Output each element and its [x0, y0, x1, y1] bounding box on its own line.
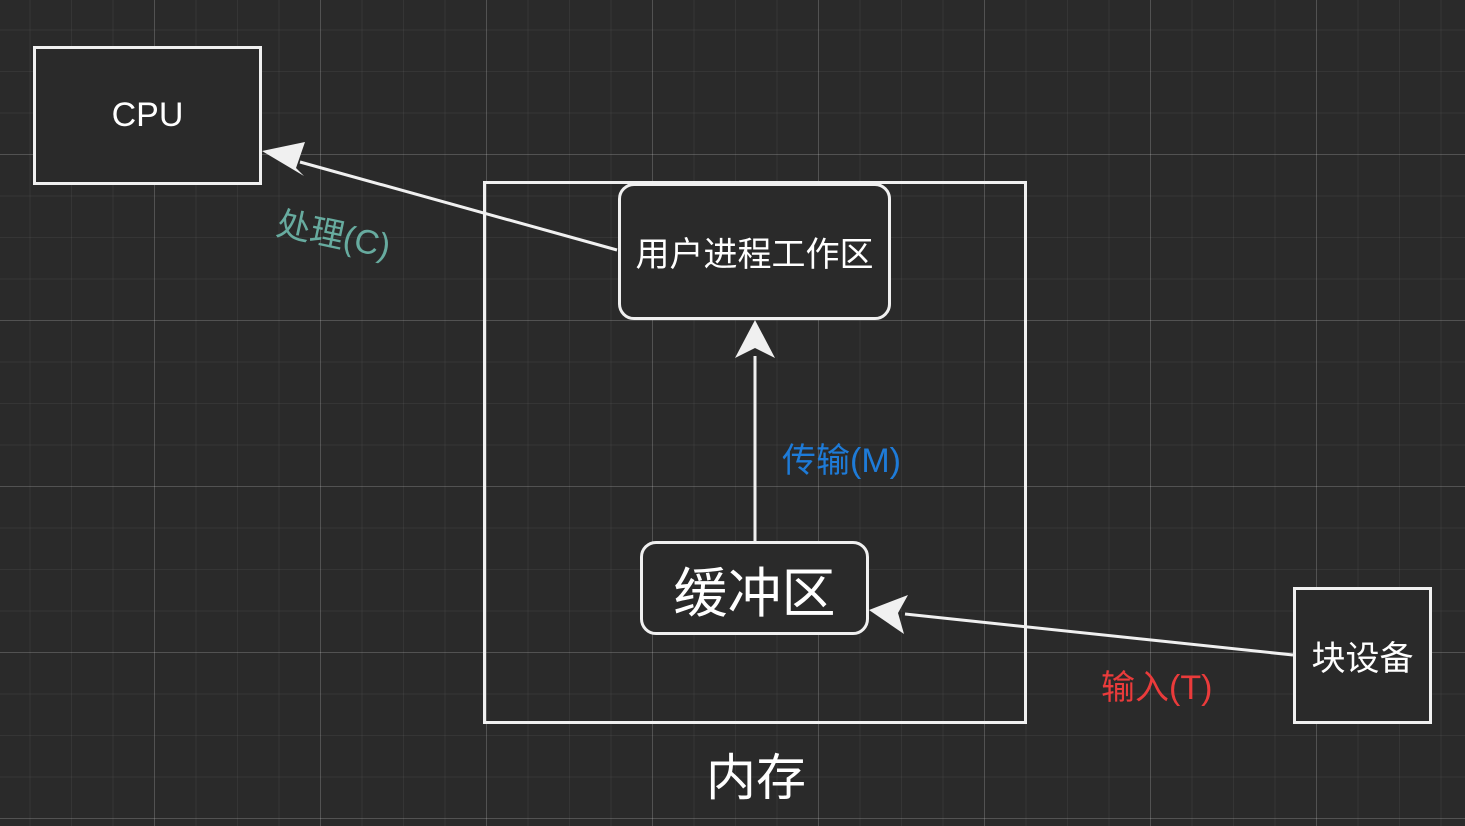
memory-label: 内存 [706, 750, 806, 806]
edge-input[interactable] [904, 612, 1294, 657]
cpu-label: CPU [111, 96, 184, 134]
cpu-box[interactable]: CPU [33, 46, 262, 185]
edge-label-input: 输入(T) [1101, 669, 1213, 707]
edge-process[interactable] [299, 160, 618, 252]
block-device-label: 块设备 [1311, 640, 1414, 678]
arrowhead-input [869, 595, 908, 634]
arrowhead-process [262, 142, 305, 176]
user-workspace-label: 用户进程工作区 [635, 236, 874, 274]
buffer-label: 缓冲区 [673, 563, 836, 624]
memory-box[interactable] [483, 181, 1027, 724]
block-device-box[interactable]: 块设备 [1293, 587, 1432, 724]
user-workspace-box[interactable]: 用户进程工作区 [618, 183, 891, 320]
arrowhead-transfer [735, 320, 775, 358]
buffer-box[interactable]: 缓冲区 [640, 541, 869, 635]
edge-label-transfer: 传输(M) [782, 442, 901, 480]
